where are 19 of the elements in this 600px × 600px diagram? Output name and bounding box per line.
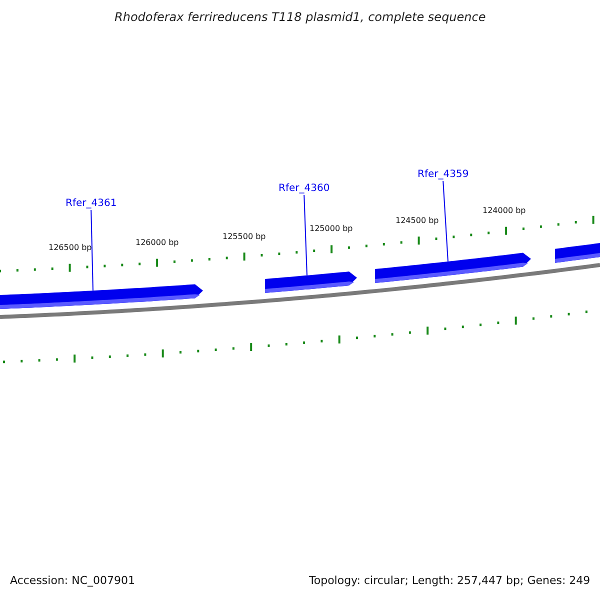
scale-label: 126000 bp [136, 238, 179, 247]
gene-feature [555, 240, 600, 263]
scale-label: 124000 bp [482, 206, 526, 216]
scale-label: 124500 bp [396, 216, 439, 225]
map-title: Rhodoferax ferrireducens T118 plasmid1, complete sequence [114, 10, 486, 24]
gene-label: Rfer_4360 [278, 183, 330, 194]
gene-feature [265, 272, 357, 293]
gene-feature [375, 252, 531, 284]
topology-note: Topology: circular; Length: 257,447 bp; Genes: 249 [309, 574, 590, 587]
accession-note: Accession: NC_007901 [10, 574, 136, 587]
scale-label: 126500 bp [48, 242, 92, 252]
scale-label: 125500 bp [222, 232, 266, 241]
leader-line [90, 210, 94, 292]
gene-label: Rfer_4361 [66, 198, 117, 209]
leader-line [442, 180, 448, 262]
gene-feature [0, 284, 203, 310]
leader-line [304, 194, 308, 276]
scale-label: 125000 bp [310, 224, 353, 234]
gene-label: Rfer_4359 [418, 169, 469, 180]
